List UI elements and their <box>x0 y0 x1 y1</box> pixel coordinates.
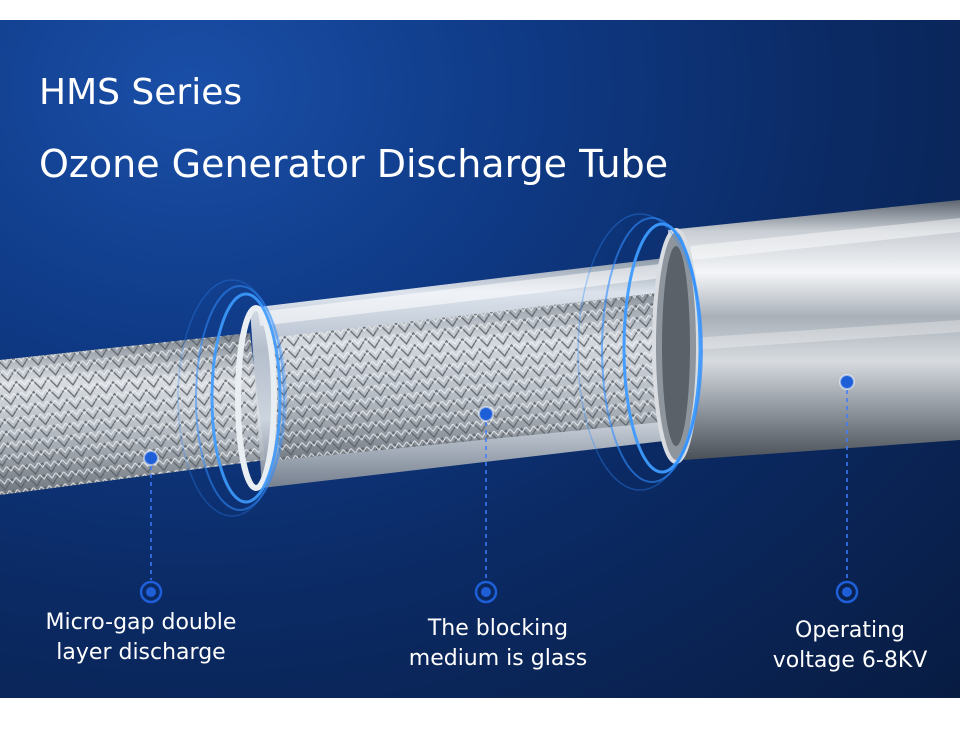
callout-marker-3 <box>835 374 859 604</box>
product-title: Ozone Generator Discharge Tube <box>39 142 669 186</box>
glass-tube-end <box>177 279 287 517</box>
discharge-glow-rings <box>577 213 703 491</box>
series-title: HMS Series <box>39 72 243 113</box>
callout-label-line: The blocking <box>427 616 569 641</box>
callout-label-line: Operating <box>795 618 905 643</box>
callout-label-line: Micro-gap double <box>45 610 237 635</box>
callout-label-line: layer discharge <box>56 640 226 665</box>
discharge-tube-illustration <box>0 200 960 604</box>
callout-label-voltage: Operating voltage 6-8KV <box>752 616 948 676</box>
product-banner: HMS Series Ozone Generator Discharge Tub… <box>0 20 960 698</box>
callout-label-glass-medium: The blocking medium is glass <box>386 614 610 674</box>
callout-label-line: medium is glass <box>408 646 588 671</box>
callout-label-line: voltage 6-8KV <box>772 648 928 673</box>
mesh-electrode <box>0 333 265 495</box>
callout-label-micro-gap: Micro-gap double layer discharge <box>30 608 252 668</box>
glass-tube <box>250 258 690 488</box>
callout-marker-2 <box>474 406 498 604</box>
metal-outer-tube <box>652 200 960 464</box>
callout-marker-1 <box>139 450 163 604</box>
